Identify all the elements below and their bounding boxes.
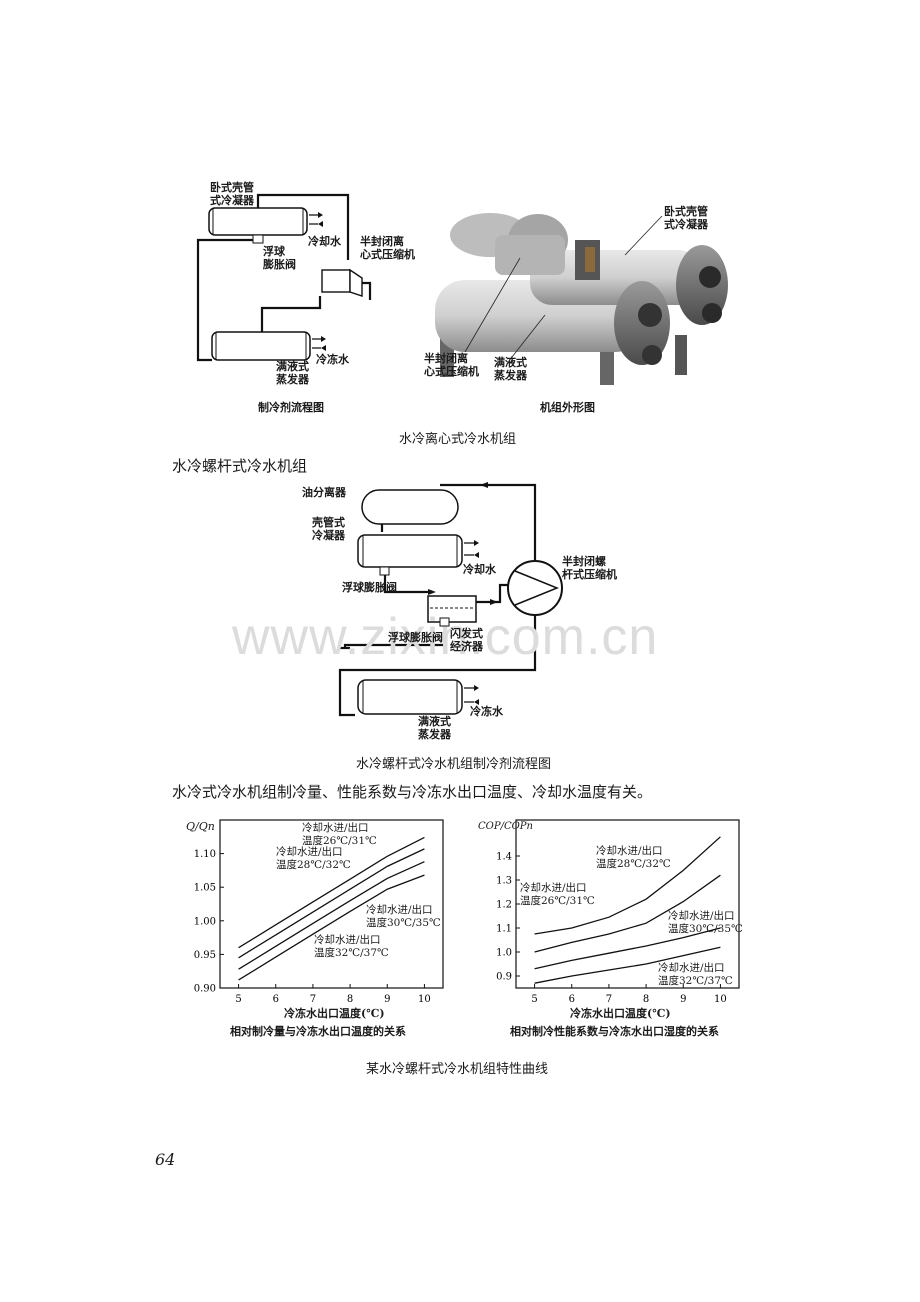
screw-cooling-water-label: 冷却水 [463,563,496,576]
x-tick-label: 6 [569,994,575,1005]
y-tick-label: 1.05 [194,883,216,894]
y-tick-label: 0.9 [496,972,512,983]
screw-compressor-label: 半封闭螺杆式压缩机 [562,555,617,581]
x-tick-label: 8 [643,994,649,1005]
x-tick-label: 9 [680,994,686,1005]
screw-valve2-label: 浮球膨胀阀 [388,631,443,644]
chiller-photo [435,213,728,385]
screw-evaporator-label: 满液式蒸发器 [418,715,451,741]
y-tick-label: 1.10 [194,849,216,860]
chart-right-xlabel: 冷冻水出口温度(℃) [570,1007,671,1020]
series-line-4 [238,874,425,981]
chart-left-annotation-28: 冷却水进/出口温度28℃/32℃ [276,846,351,871]
series-line-1 [238,836,425,949]
page-number: 64 [155,1150,176,1169]
chart-right-annotation-32: 冷却水进/出口温度32℃/37℃ [658,962,733,987]
flow-cooling-water-label: 冷却水 [308,235,341,248]
figure1-subcaption-right: 机组外形图 [540,401,595,414]
screw-valve1-label: 浮球膨胀阀 [342,581,397,594]
figure3-caption: 某水冷螺杆式冷水机组特性曲线 [366,1062,549,1077]
screw-separator-label: 油分离器 [302,486,346,499]
section-heading: 水冷螺杆式冷水机组 [172,457,308,475]
flow-condenser-label: 卧式壳管式冷凝器 [210,181,254,207]
flow-compressor-label: 半封闭离心式压缩机 [360,235,415,261]
screw-chilled-water-label: 冷冻水 [470,705,503,718]
chart-left-ylabel: Q/Qn [186,820,215,833]
oil-separator [361,489,459,525]
x-tick-label: 6 [273,994,279,1005]
chart-left-title: 相对制冷量与冷冻水出口温度的关系 [230,1025,406,1038]
chart-right-annotation-26: 冷却水进/出口温度26℃/31℃ [520,882,595,907]
screw-economizer-label: 闪发式经济器 [450,627,483,653]
x-tick-label: 10 [714,994,727,1005]
x-tick-label: 8 [347,994,353,1005]
series-line-2 [534,874,721,953]
y-tick-label: 1.2 [496,900,512,911]
chart-right-annotation-30: 冷却水进/出口温度30℃/35℃ [668,910,743,935]
figure1-subcaption-left: 制冷剂流程图 [258,401,324,414]
photo-compressor-label: 半封闭离心式压缩机 [424,352,479,378]
photo-condenser-label: 卧式壳管式冷凝器 [664,205,708,231]
x-tick-label: 7 [310,994,316,1005]
series-line-3 [534,927,721,970]
y-tick-label: 1.4 [496,852,512,863]
chart-right-ylabel: COP/COPn [478,821,533,832]
x-tick-label: 10 [418,994,431,1005]
screw-evaporator [357,679,463,715]
y-tick-label: 0.90 [194,984,216,995]
series-line-1 [534,836,721,935]
y-tick-label: 0.95 [194,950,216,961]
evaporator-shell [211,331,311,361]
chart-left-annotation-32: 冷却水进/出口温度32℃/37℃ [314,934,389,959]
series-line-2 [238,848,425,959]
screw-condenser [357,534,463,568]
chart-relative-cop: 5 6 7 8 9 10 0.9 1.0 1.1 1.2 1.3 1.4 [496,819,740,1005]
economizer-tank [427,595,477,623]
screw-condenser-label: 壳管式冷凝器 [312,516,345,542]
figure2-caption: 水冷螺杆式冷水机组制冷剂流程图 [356,757,552,772]
figure1-caption: 水冷离心式冷水机组 [399,432,517,447]
x-tick-label: 7 [606,994,612,1005]
series-line-3 [238,861,425,970]
series-line-4 [534,946,721,984]
y-tick-label: 1.1 [496,924,512,935]
photo-evaporator-label: 满液式蒸发器 [494,356,527,382]
chart-relative-capacity: 5 6 7 8 9 10 0.90 0.95 1.00 1.05 1.10 [194,819,444,1005]
compressor-symbol [321,268,363,297]
chart-frame [219,819,444,989]
flow-chilled-water-label: 冷冻水 [316,353,349,366]
screw-compressor [507,560,563,616]
x-tick-label: 5 [235,994,241,1005]
y-tick-label: 1.0 [496,948,512,959]
flow-valve-label: 浮球膨胀阀 [263,245,296,271]
y-tick-label: 1.00 [194,916,216,927]
chart-right-annotation-28: 冷却水进/出口温度28℃/32℃ [596,845,671,870]
watermark: www.zixin.com.cn [232,608,659,666]
photo-leader-lines [464,215,663,358]
chart-left-xlabel: 冷冻水出口温度(℃) [284,1007,385,1020]
body-paragraph: 水冷式冷水机组制冷量、性能系数与冷冻水出口温度、冷却水温度有关。 [172,783,653,801]
chart-left-annotation-30: 冷却水进/出口温度30℃/35℃ [366,904,441,929]
figure2-flow-diagram [338,482,563,717]
flow-evaporator-label: 满液式蒸发器 [276,360,309,386]
chart-left-annotation-26: 冷却水进/出口温度26℃/31℃ [302,822,377,847]
x-tick-label: 5 [531,994,537,1005]
x-tick-label: 9 [384,994,390,1005]
chart-right-title: 相对制冷性能系数与冷冻水出口湿度的关系 [510,1025,719,1038]
y-tick-label: 1.3 [496,876,512,887]
